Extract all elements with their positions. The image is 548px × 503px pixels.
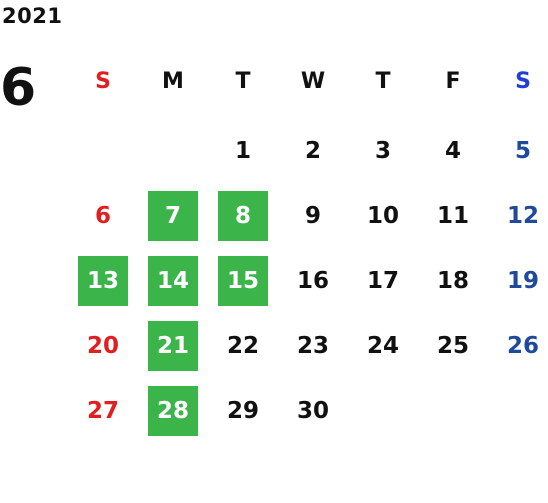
day-cell-8[interactable]: 8 <box>218 191 268 241</box>
day-cell-18[interactable]: 18 <box>436 268 469 294</box>
day-cell-9[interactable]: 9 <box>304 203 321 229</box>
day-cell-23[interactable]: 23 <box>296 333 329 359</box>
weekday-header-0: S <box>95 68 111 94</box>
year-label: 2021 <box>2 4 63 28</box>
day-cell-12[interactable]: 12 <box>506 203 539 229</box>
day-cell-27[interactable]: 27 <box>86 398 119 424</box>
day-cell-10[interactable]: 10 <box>366 203 399 229</box>
day-cell-20[interactable]: 20 <box>86 333 119 359</box>
weekday-header-4: T <box>375 68 391 94</box>
day-cell-29[interactable]: 29 <box>226 398 259 424</box>
day-cell-28[interactable]: 28 <box>148 386 198 436</box>
day-cell-21[interactable]: 21 <box>148 321 198 371</box>
day-cell-1[interactable]: 1 <box>234 138 251 164</box>
weekday-header-6: S <box>515 68 531 94</box>
day-cell-3[interactable]: 3 <box>374 138 391 164</box>
day-cell-25[interactable]: 25 <box>436 333 469 359</box>
day-cell-11[interactable]: 11 <box>436 203 469 229</box>
month-number: 6 <box>0 58 37 118</box>
day-cell-2[interactable]: 2 <box>304 138 321 164</box>
day-cell-16[interactable]: 16 <box>296 268 329 294</box>
day-cell-6[interactable]: 6 <box>94 203 111 229</box>
weekday-header-3: W <box>300 68 326 94</box>
day-cell-7[interactable]: 7 <box>148 191 198 241</box>
day-cell-22[interactable]: 22 <box>226 333 259 359</box>
day-cell-19[interactable]: 19 <box>506 268 539 294</box>
day-cell-5[interactable]: 5 <box>514 138 531 164</box>
day-cell-24[interactable]: 24 <box>366 333 399 359</box>
day-cell-4[interactable]: 4 <box>444 138 461 164</box>
day-cell-15[interactable]: 15 <box>218 256 268 306</box>
day-cell-30[interactable]: 30 <box>296 398 329 424</box>
weekday-header-1: M <box>162 68 184 94</box>
day-cell-26[interactable]: 26 <box>506 333 539 359</box>
day-cell-13[interactable]: 13 <box>78 256 128 306</box>
weekday-header-5: F <box>445 68 461 94</box>
day-cell-14[interactable]: 14 <box>148 256 198 306</box>
weekday-header-2: T <box>235 68 251 94</box>
day-cell-17[interactable]: 17 <box>366 268 399 294</box>
